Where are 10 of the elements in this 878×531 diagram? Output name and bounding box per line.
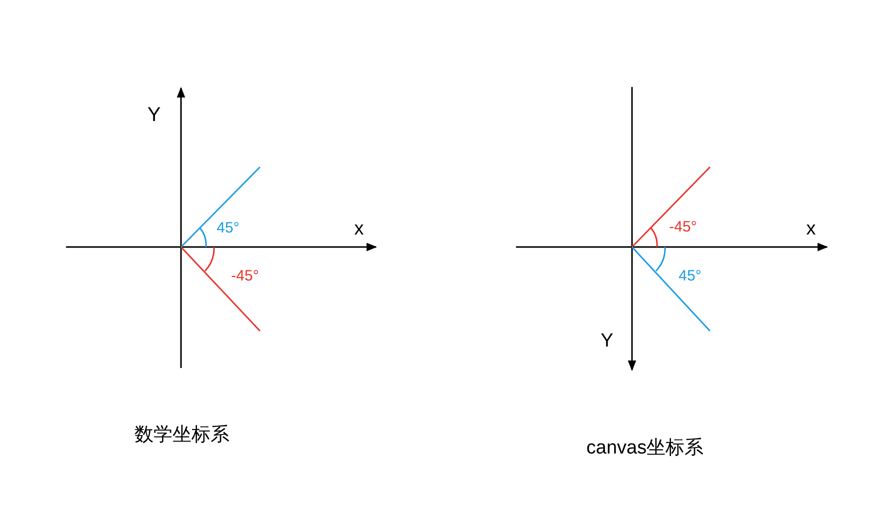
- axis-label: Y: [147, 105, 161, 125]
- caption: 数学坐标系: [134, 426, 230, 444]
- angle-label: -45°: [669, 220, 697, 234]
- angle-label: 45°: [678, 268, 702, 284]
- axis-label: x: [354, 220, 364, 238]
- axis-label: Y: [600, 332, 614, 350]
- axis-label: x: [806, 220, 816, 238]
- angle-label: -45°: [231, 268, 259, 284]
- angle-label: 45°: [216, 220, 240, 236]
- caption: canvas坐标系: [586, 438, 704, 458]
